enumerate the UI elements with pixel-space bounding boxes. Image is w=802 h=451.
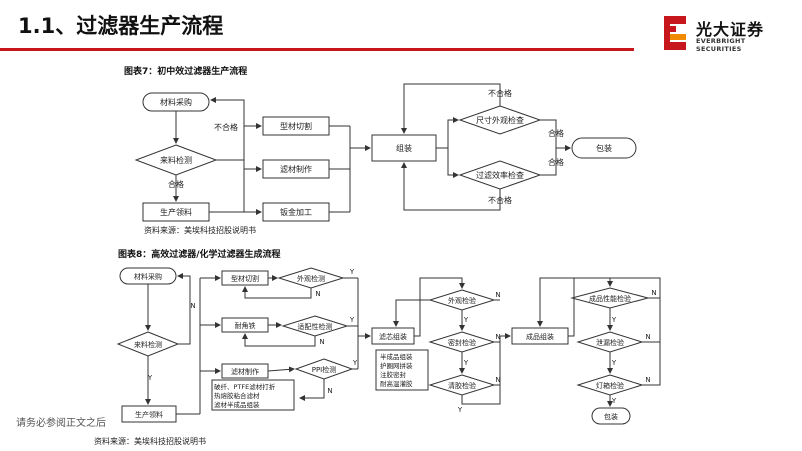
f8-no-label-3: N: [319, 338, 324, 346]
f8-performance-test-label: 成品性能检验: [589, 294, 631, 303]
f8-ppi-label: PPI检测: [312, 365, 337, 374]
f8-yes-label-1: Y: [147, 374, 153, 382]
f8-yes-label-5: Y: [463, 316, 469, 324]
f7-fail-label-1: 不合格: [214, 122, 238, 132]
f8-pack-label: 包装: [604, 412, 618, 421]
f8-yes-label-4: Y: [352, 359, 358, 367]
f8-no-label-6: N: [495, 333, 500, 341]
f8-no-label-2: N: [315, 290, 320, 298]
f8-clean-test-label: 清胶检验: [448, 381, 476, 390]
f7-assembly-label: 组装: [396, 143, 412, 153]
f8-product-assembly-label: 成品组装: [526, 332, 554, 341]
f8-yes-label-10: Y: [611, 397, 617, 405]
f8-no-label-1: N: [190, 302, 195, 310]
f8-seal-test-label: 密封检验: [448, 338, 476, 347]
f8-no-label-8: N: [651, 289, 656, 297]
figure7-flowchart: [134, 83, 637, 222]
figure8-caption: 图表8：高效过滤器/化学过滤器生成流程: [118, 250, 281, 260]
f7-size-check-diamond: [458, 105, 542, 135]
f7-issue-label: 生产领料: [160, 207, 192, 217]
everbright-logo-icon: [664, 16, 686, 50]
f8-filter-note-2: 热熔胶粘合滤材: [214, 391, 260, 400]
f7-pack-box: [571, 137, 637, 159]
f7-size-check-label: 尺寸外观检查: [476, 115, 524, 125]
f8-yes-label-8: Y: [611, 316, 617, 324]
f7-pass-label-3: 合格: [548, 157, 564, 167]
f8-semi-note-4: 耐高温灌胶: [380, 379, 413, 388]
f8-profile-cut-label: 型材切割: [231, 274, 259, 283]
figure7-caption: 图表7：初中效过滤器生产流程: [124, 67, 248, 77]
f7-profile-cut-label: 型材切割: [280, 121, 312, 131]
f8-semi-note-box: [375, 349, 429, 391]
f8-no-label-5: N: [495, 291, 500, 299]
f8-purchase-label: 材料采购: [134, 272, 162, 281]
f8-yes-label-2: Y: [349, 268, 355, 276]
logo-english-name: EVERBRIGHT SECURITIES: [696, 37, 746, 53]
f7-incoming-label: 来料检测: [160, 155, 192, 165]
f8-yes-label-9: Y: [611, 359, 617, 367]
f8-semi-note-3: 注胶密封: [380, 370, 407, 379]
page-title: 1.1、过滤器生产流程: [18, 14, 224, 38]
figure8-flowchart: [116, 267, 661, 425]
f8-fit-label: 适配性检测: [298, 322, 333, 331]
f8-yes-label-6: Y: [463, 359, 469, 367]
figure7-source: 资料来源：美埃科技招股说明书: [144, 226, 256, 235]
f7-fail-label-3: 不合格: [488, 195, 512, 205]
f8-filter-note-box: [211, 379, 295, 411]
f8-issue-label: 生产领料: [135, 410, 163, 419]
f7-filter-make-label: 滤材制作: [280, 164, 312, 174]
title-underline: [0, 48, 634, 51]
figure8-source: 资料来源：美埃科技招股说明书: [94, 437, 206, 446]
f7-pack-label: 包装: [596, 143, 612, 153]
f8-no-label-4: N: [327, 387, 332, 395]
f8-semi-note-2: 护圈网拼装: [380, 361, 413, 370]
f8-yes-label-3: Y: [349, 316, 355, 324]
f8-leak-test-label: 泄漏检验: [596, 338, 624, 347]
f8-appearance-test-label: 外观检验: [448, 296, 476, 305]
f8-filter-note-3: 滤材半成品组装: [214, 400, 260, 409]
f7-pass-label-2: 合格: [548, 128, 564, 138]
f8-filter-make-label: 滤材制作: [231, 367, 259, 376]
f8-filter-note-1: 破纤、PTFE滤材打折: [214, 382, 276, 391]
f8-pack-box: [591, 407, 631, 425]
f8-appearance-label: 外观检测: [297, 274, 325, 283]
f7-pass-label-1: 合格: [168, 179, 184, 189]
f7-purchase-label: 材料采购: [160, 97, 192, 107]
f8-no-label-9: N: [645, 333, 650, 341]
f8-no-label-7: N: [495, 376, 500, 384]
f7-fail-label-2: 不合格: [488, 88, 512, 98]
company-logo: 光大证券 EVERBRIGHT SECURITIES: [662, 16, 792, 53]
f7-efficiency-check-label: 过滤效率检查: [476, 170, 524, 180]
f8-angle-iron-label: 耐角铁: [235, 321, 256, 330]
f8-incoming-label: 来料检测: [134, 340, 162, 349]
f8-semi-note-1: 半成品组装: [380, 352, 413, 361]
f8-no-label-10: N: [645, 376, 650, 384]
f8-core-assembly-label: 滤芯组装: [379, 332, 407, 341]
f8-light-test-label: 灯箱检验: [596, 381, 624, 390]
logo-chinese-name: 光大证券: [696, 20, 765, 39]
page-disclaimer: 请务必参阅正文之后: [16, 418, 106, 429]
f7-sheet-metal-label: 钣金加工: [280, 207, 312, 217]
f8-yes-label-7: Y: [457, 406, 463, 414]
